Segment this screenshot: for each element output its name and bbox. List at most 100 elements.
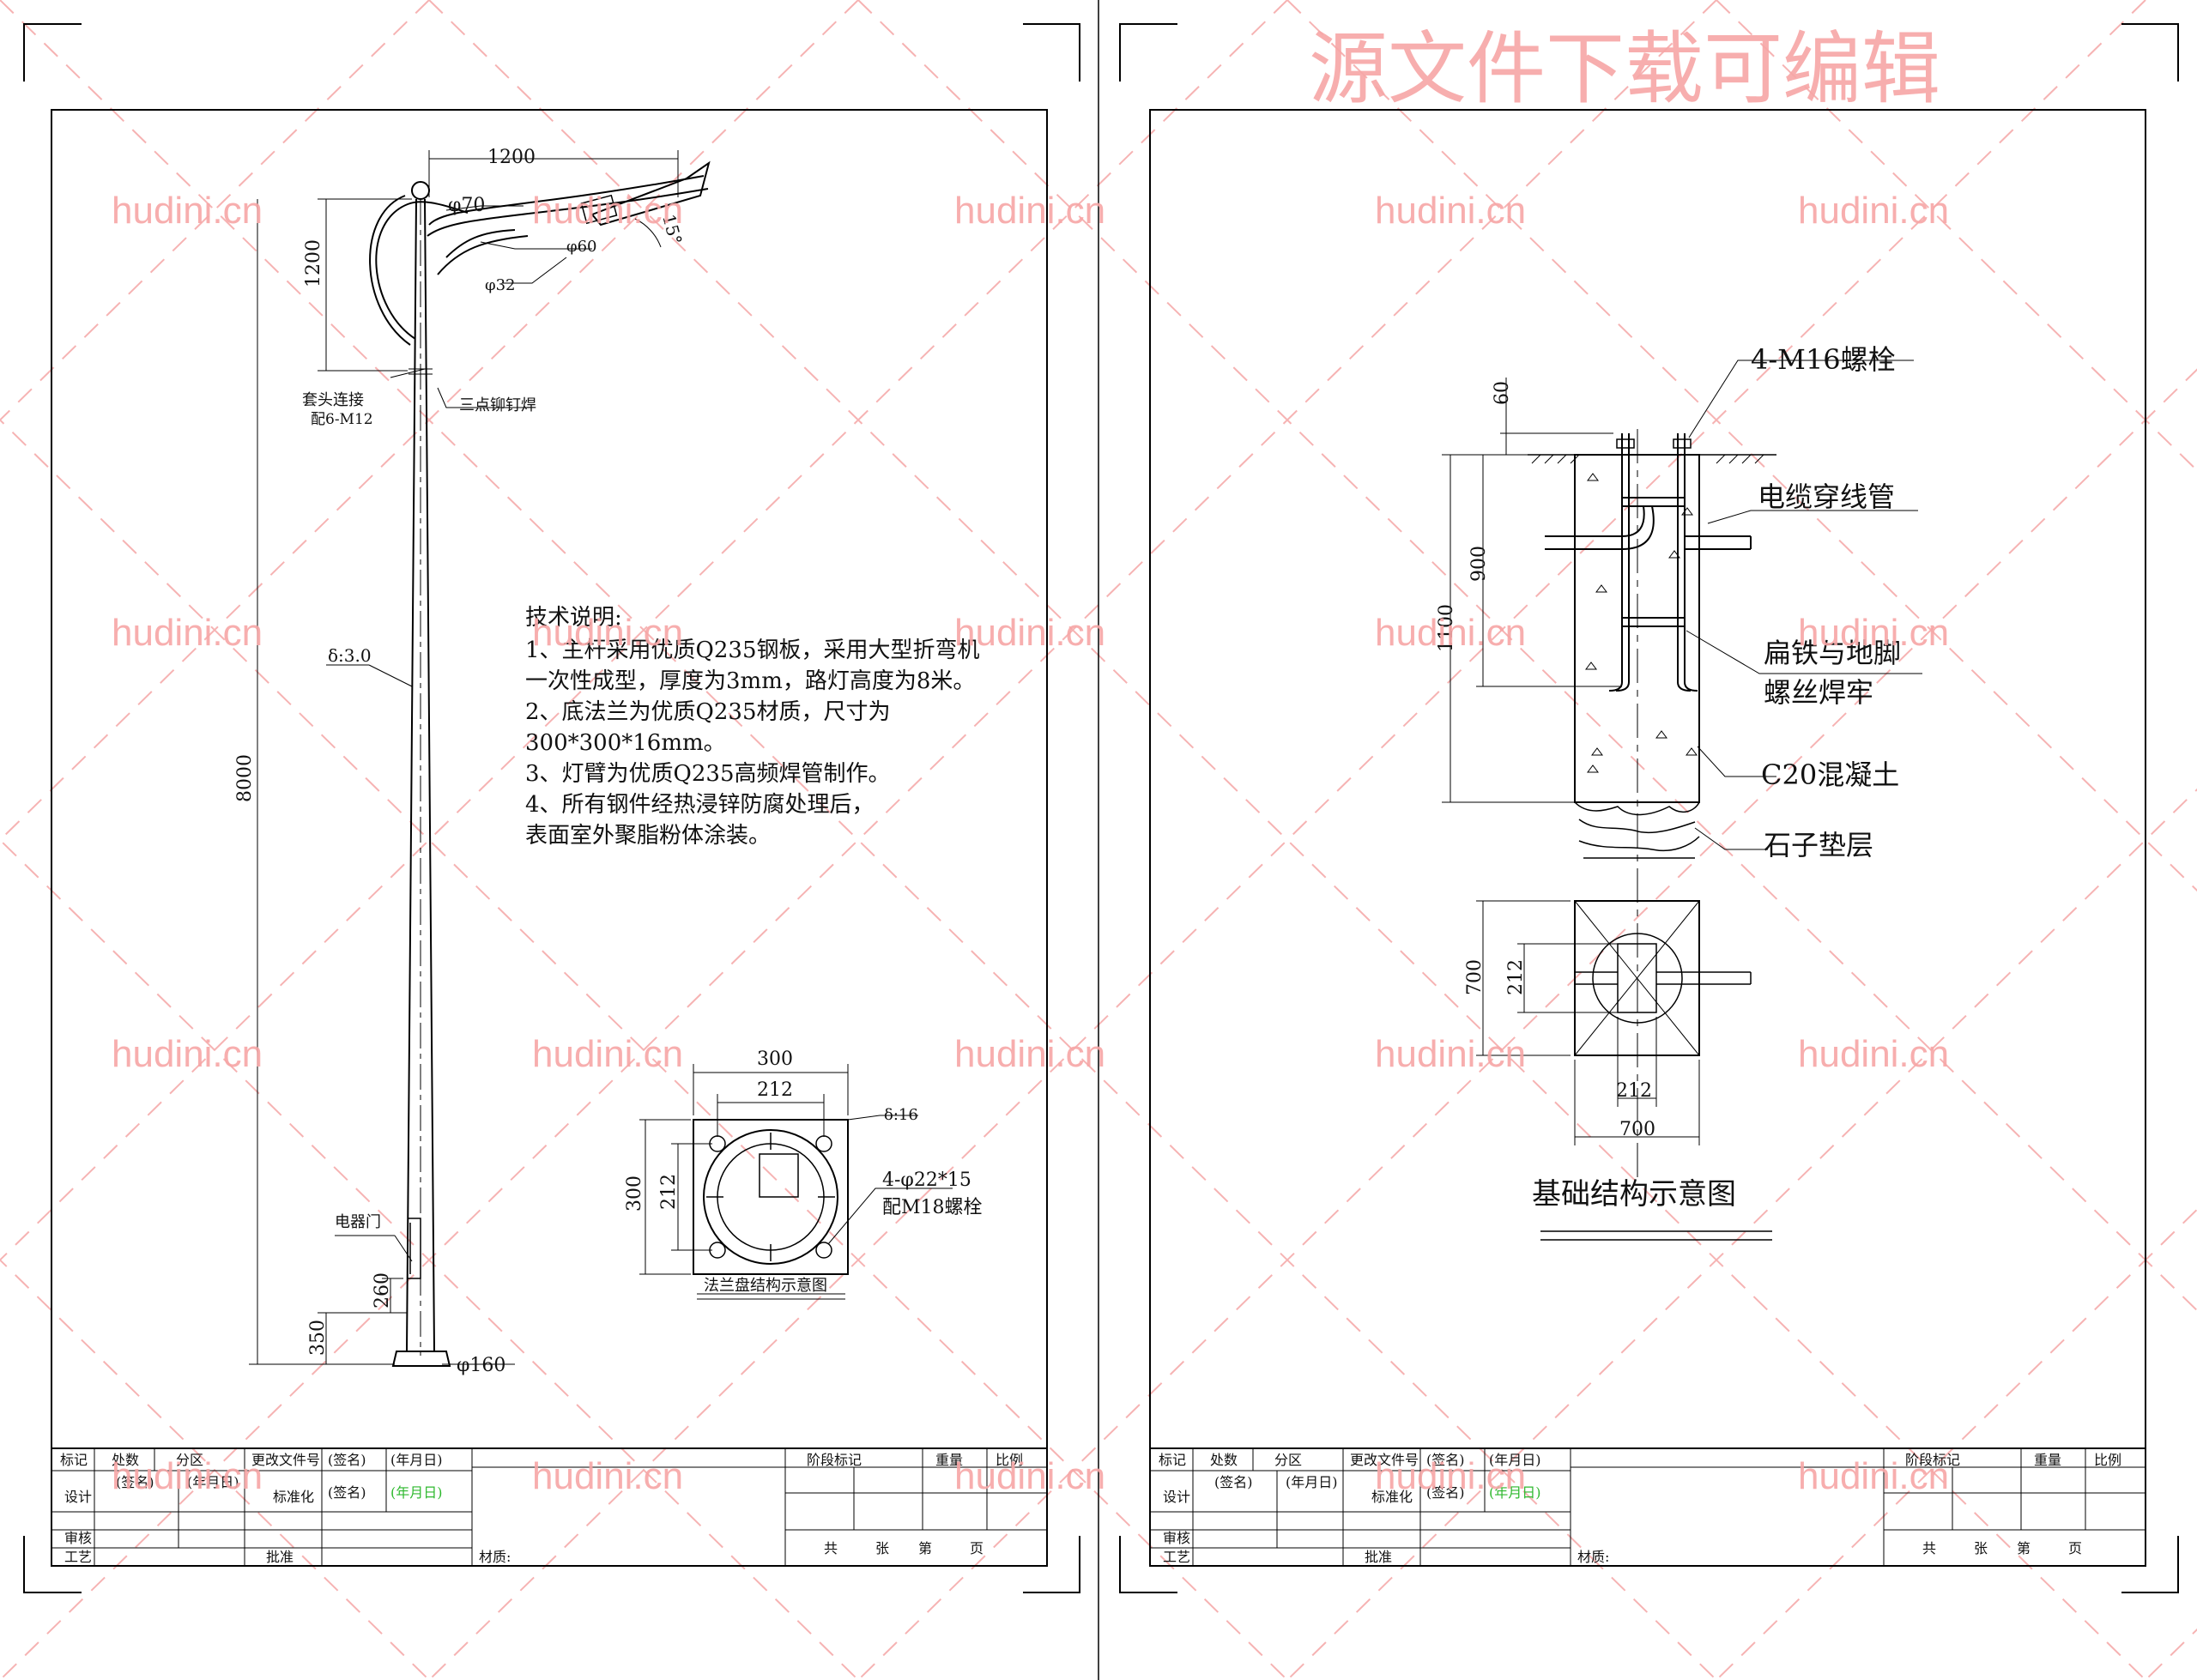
label-gravel: 石子垫层 xyxy=(1764,829,1873,861)
tb-scale: 比例 xyxy=(996,1452,1023,1468)
tech-note-line: 一次性成型，厚度为3mm，路灯高度为8米。 xyxy=(525,668,975,694)
watermark-site: hudini.cn xyxy=(1375,190,1526,232)
watermark-site: hudini.cn xyxy=(1798,1455,1949,1497)
watermark-banner: 源文件下载可编辑 xyxy=(1309,26,1940,113)
tb-craft: 工艺 xyxy=(1163,1549,1190,1565)
tb-design: 设计 xyxy=(64,1489,92,1505)
tech-note-line: 4、所有钢件经热浸锌防腐处理后， xyxy=(525,792,875,818)
tech-note-line: 表面室外聚脂粉体涂装。 xyxy=(525,823,771,849)
tb-count: 处数 xyxy=(112,1452,139,1468)
watermark-site: hudini.cn xyxy=(532,190,683,232)
watermark-site: hudini.cn xyxy=(954,1455,1105,1497)
tb-count: 处数 xyxy=(1210,1452,1238,1468)
flange-holes: 4-φ22*15 xyxy=(882,1169,971,1191)
watermark-site: hudini.cn xyxy=(1798,1033,1949,1075)
flange-dim-inner-w: 212 xyxy=(757,1079,793,1101)
tb-material: 材质: xyxy=(1577,1549,1609,1565)
tb-sheets: 张 xyxy=(875,1540,889,1556)
label-flat-iron-2: 螺丝焊牢 xyxy=(1764,676,1873,709)
tb-standard-date: (年月日) xyxy=(1489,1484,1541,1501)
watermark-site: hudini.cn xyxy=(532,1455,683,1497)
watermark-site: hudini.cn xyxy=(112,1455,263,1497)
tb-sign: (签名) xyxy=(1426,1452,1465,1468)
watermark-text: 源文件下载可编辑 hudini.cn hudini.cn hudini.cn h… xyxy=(112,26,1949,1497)
tb-mark: 标记 xyxy=(1159,1452,1186,1468)
watermark-site: hudini.cn xyxy=(1375,1455,1526,1497)
tech-note-line: 2、底法兰为优质Q235材质，尺寸为 xyxy=(525,699,890,725)
tb-design-date: (年月日) xyxy=(187,1474,239,1490)
tb-weight: 重量 xyxy=(2034,1452,2061,1468)
tb-review: 审核 xyxy=(1163,1530,1190,1546)
tb-design-sign: (签名) xyxy=(116,1474,154,1490)
tb-total: 共 xyxy=(824,1540,838,1556)
dim-total-height: 8000 xyxy=(234,754,256,802)
arm-curve xyxy=(369,195,469,346)
tb-stage-mark: 阶段标记 xyxy=(807,1452,862,1468)
tb-weight: 重量 xyxy=(935,1452,963,1468)
flange-dim-outer-w: 300 xyxy=(757,1048,793,1070)
pole-dimensions xyxy=(249,150,679,1365)
tb-standard: 标准化 xyxy=(273,1489,314,1505)
foundation-plan: 700 212 212 700 基础结构示意图 xyxy=(1464,900,1772,1241)
tb-standard: 标准化 xyxy=(1371,1489,1413,1505)
watermark-site: hudini.cn xyxy=(954,1033,1105,1075)
plan-dim-212-h: 212 xyxy=(1616,1080,1652,1102)
watermark-site: hudini.cn xyxy=(112,190,263,232)
label-electric-door: 电器门 xyxy=(335,1213,381,1231)
tech-note-line: 1、主杆采用优质Q235钢板，采用大型折弯机 xyxy=(525,638,979,663)
flange-plate-diagram: 300 212 300 212 δ:16 4-φ22*15 配M18螺栓 法兰盘… xyxy=(624,1048,983,1300)
tb-total: 共 xyxy=(1922,1540,1936,1556)
section-dim-60: 60 xyxy=(1492,381,1513,405)
watermark-site: hudini.cn xyxy=(112,1033,263,1075)
tb-page: 页 xyxy=(970,1540,984,1556)
watermark-site: hudini.cn xyxy=(954,190,1105,232)
dim-arm-length: 1200 xyxy=(487,147,536,168)
dim-arm-pipe: φ60 xyxy=(566,238,597,256)
tb-page: 页 xyxy=(2068,1540,2082,1556)
watermark-site: hudini.cn xyxy=(1375,1033,1526,1075)
tb-material: 材质: xyxy=(479,1549,511,1565)
tb-mark: 标记 xyxy=(60,1452,88,1468)
tb-review: 审核 xyxy=(64,1530,92,1546)
label-concrete: C20混凝土 xyxy=(1761,758,1899,791)
tb-approve: 批准 xyxy=(1365,1549,1392,1565)
tb-design-date: (年月日) xyxy=(1286,1474,1338,1490)
flange-thickness: δ:16 xyxy=(884,1106,918,1124)
watermark-site: hudini.cn xyxy=(532,612,683,654)
dim-arm-height: 1200 xyxy=(303,239,324,287)
tech-note-line: 300*300*16mm。 xyxy=(525,730,726,756)
flange-caption: 法兰盘结构示意图 xyxy=(704,1277,827,1295)
watermark-site: hudini.cn xyxy=(532,1033,683,1075)
tb-craft: 工艺 xyxy=(64,1549,92,1565)
tb-standard-sign: (签名) xyxy=(1426,1484,1465,1501)
section-dim-1100: 1100 xyxy=(1436,604,1457,652)
dim-top-diameter: φ70 xyxy=(448,195,485,216)
tb-no: 第 xyxy=(918,1540,932,1556)
pole-dimension-text: 1200 1200 φ70 φ60 15° φ32 8000 260 350 φ… xyxy=(234,147,687,1376)
tb-design-sign: (签名) xyxy=(1214,1474,1253,1490)
tech-notes-title: 技术说明: xyxy=(525,605,622,631)
label-thickness: δ:3.0 xyxy=(328,645,372,666)
tech-note-line: 3、灯臂为优质Q235高频焊管制作。 xyxy=(525,761,890,787)
label-sleeve-bolts: 配6-M12 xyxy=(311,411,373,428)
watermark-site: hudini.cn xyxy=(954,612,1105,654)
dim-base-diameter: φ160 xyxy=(457,1355,505,1376)
dim-door-height: 260 xyxy=(372,1272,393,1308)
tb-scale: 比例 xyxy=(2094,1452,2121,1468)
watermark-site: hudini.cn xyxy=(1798,612,1949,654)
tb-approve: 批准 xyxy=(266,1549,294,1565)
tb-change-doc: 更改文件号 xyxy=(251,1452,320,1468)
title-block-right: 标记 处数 分区 更改文件号 (签名) (年月日) 设计 (签名) (年月日) … xyxy=(1149,1447,2146,1567)
tb-standard-sign: (签名) xyxy=(328,1484,366,1501)
label-sleeve-connect: 套头连接 xyxy=(302,391,364,409)
tb-date: (年月日) xyxy=(390,1452,443,1468)
tb-design: 设计 xyxy=(1163,1489,1190,1505)
technical-notes: 技术说明: 1、主杆采用优质Q235钢板，采用大型折弯机 一次性成型，厚度为3m… xyxy=(525,605,979,849)
tb-standard-date: (年月日) xyxy=(390,1484,443,1501)
watermark-site: hudini.cn xyxy=(1375,612,1526,654)
tb-stage-mark: 阶段标记 xyxy=(1905,1452,1960,1468)
flange-dim-outer-h: 300 xyxy=(624,1175,645,1212)
pole-top-ball xyxy=(411,181,430,200)
right-sheet-border xyxy=(1119,23,2179,1593)
